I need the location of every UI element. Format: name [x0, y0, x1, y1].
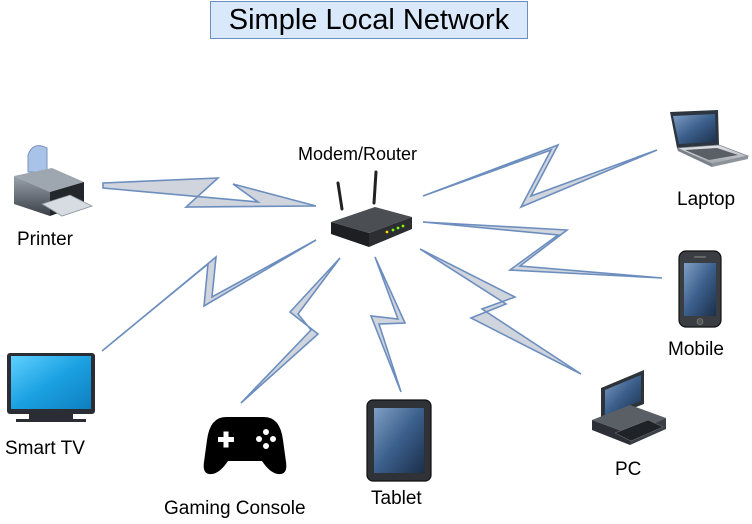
router-label: Modem/Router	[298, 144, 418, 164]
gaming-console-label: Gaming Console	[164, 498, 306, 519]
smart-tv-label: Smart TV	[5, 438, 85, 459]
printer-label: Printer	[17, 229, 73, 250]
link-router-smarttv	[101, 239, 317, 352]
laptop-icon	[670, 110, 750, 167]
diagram-title: Simple Local Network	[210, 1, 528, 39]
link-router-printer	[102, 177, 317, 208]
smart-tv-icon	[7, 353, 95, 422]
mobile-phone-icon	[678, 250, 722, 328]
link-router-tablet	[369, 256, 407, 393]
desktop-pc-icon	[592, 370, 666, 445]
tablet-icon	[366, 399, 432, 482]
link-router-mobile	[422, 221, 663, 279]
link-router-pc	[419, 248, 582, 375]
link-router-laptop	[422, 143, 658, 209]
mobile-label: Mobile	[668, 339, 724, 360]
router-icon	[331, 170, 412, 247]
pc-label: PC	[615, 459, 642, 480]
gamepad-icon	[203, 417, 287, 475]
wireless-links	[101, 143, 663, 404]
laptop-label: Laptop	[677, 189, 736, 210]
link-router-gaming	[240, 257, 341, 404]
tablet-label: Tablet	[371, 488, 422, 509]
printer-icon	[14, 145, 94, 217]
